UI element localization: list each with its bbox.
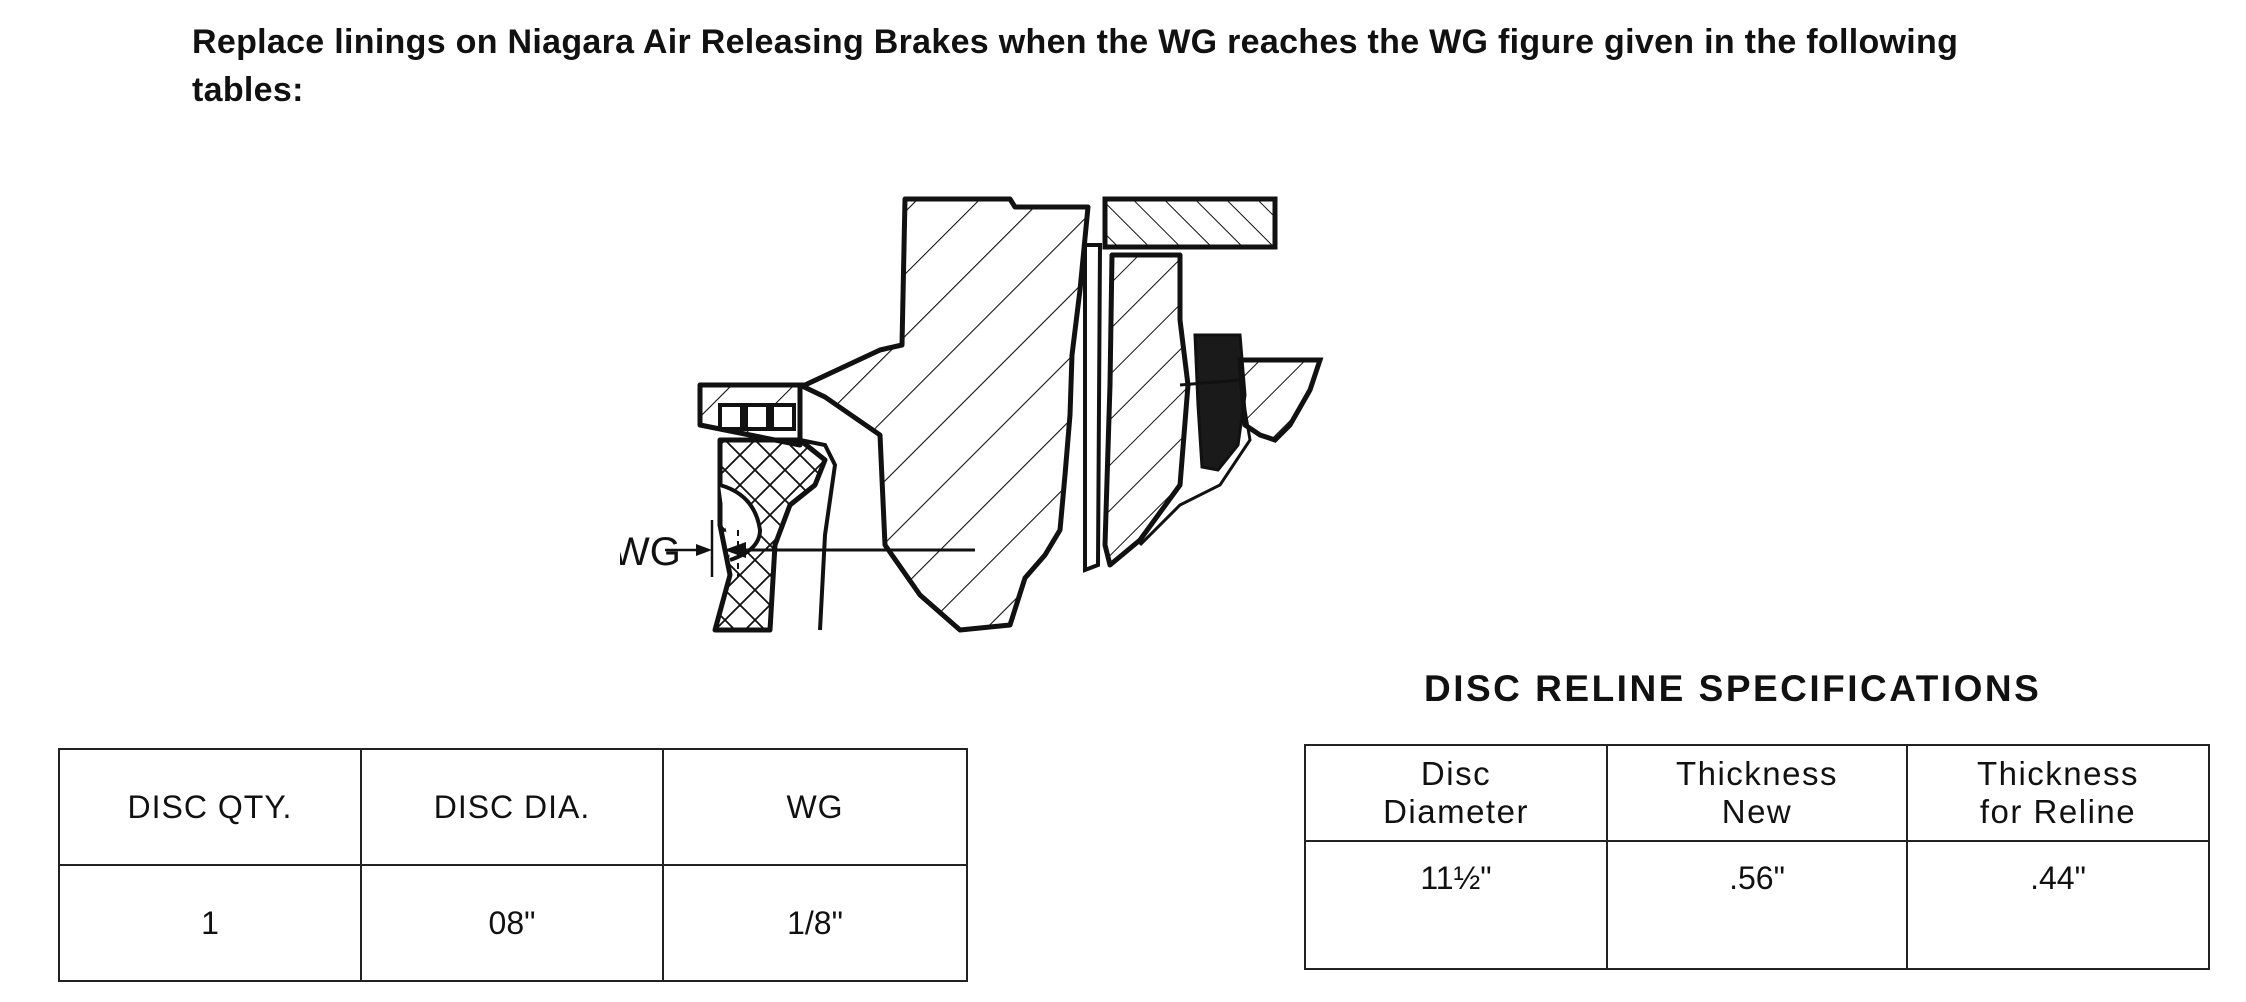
table-cell: 1/8" xyxy=(662,864,968,982)
header-cell: Disc Diameter xyxy=(1304,744,1608,842)
housing-section xyxy=(697,196,1091,633)
header-line: Thickness xyxy=(1675,755,1839,792)
instruction-text: Replace linings on Niagara Air Releasing… xyxy=(192,23,1959,109)
header-cell: DISC QTY. xyxy=(58,748,362,866)
table-header-row: DISC QTY. DISC DIA. WG xyxy=(58,748,968,866)
header-cell: WG xyxy=(662,748,968,866)
disc-section xyxy=(1102,252,1191,568)
table-cell: .44" xyxy=(1906,840,2210,970)
header-line: New xyxy=(1721,793,1793,830)
backing-plate xyxy=(1237,357,1324,443)
table-cell: 1 xyxy=(58,864,362,982)
header-line: Disc xyxy=(1420,755,1492,792)
wg-table: DISC QTY. DISC DIA. WG 1 08" 1/8" xyxy=(58,748,968,982)
header-cell: DISC DIA. xyxy=(360,748,664,866)
table-row: 1 08" 1/8" xyxy=(58,864,968,982)
table-cell: .56" xyxy=(1606,840,1908,970)
header-line: for Reline xyxy=(1979,793,2137,830)
header-line: Thickness xyxy=(1976,755,2140,792)
brake-cross-section-diagram: WG xyxy=(620,196,1324,633)
wg-label: WG xyxy=(620,530,681,574)
table-header-row: Disc Diameter Thickness New Thickness fo… xyxy=(1304,744,2210,842)
header-cell: Thickness for Reline xyxy=(1906,744,2210,842)
cap-plate xyxy=(1102,196,1278,250)
spec-table: Disc Diameter Thickness New Thickness fo… xyxy=(1304,744,2210,970)
friction-lining xyxy=(1193,333,1247,472)
table-cell: 11½" xyxy=(1304,840,1608,970)
pressure-plate xyxy=(1083,243,1103,573)
wg-lining-block xyxy=(712,437,828,633)
table-row: 11½" .56" .44" xyxy=(1304,840,2210,970)
table-cell: 08" xyxy=(360,864,664,982)
header-line: Diameter xyxy=(1383,793,1529,830)
header-cell: Thickness New xyxy=(1606,744,1908,842)
spec-table-title: DISC RELINE SPECIFICATIONS xyxy=(1424,668,2042,709)
